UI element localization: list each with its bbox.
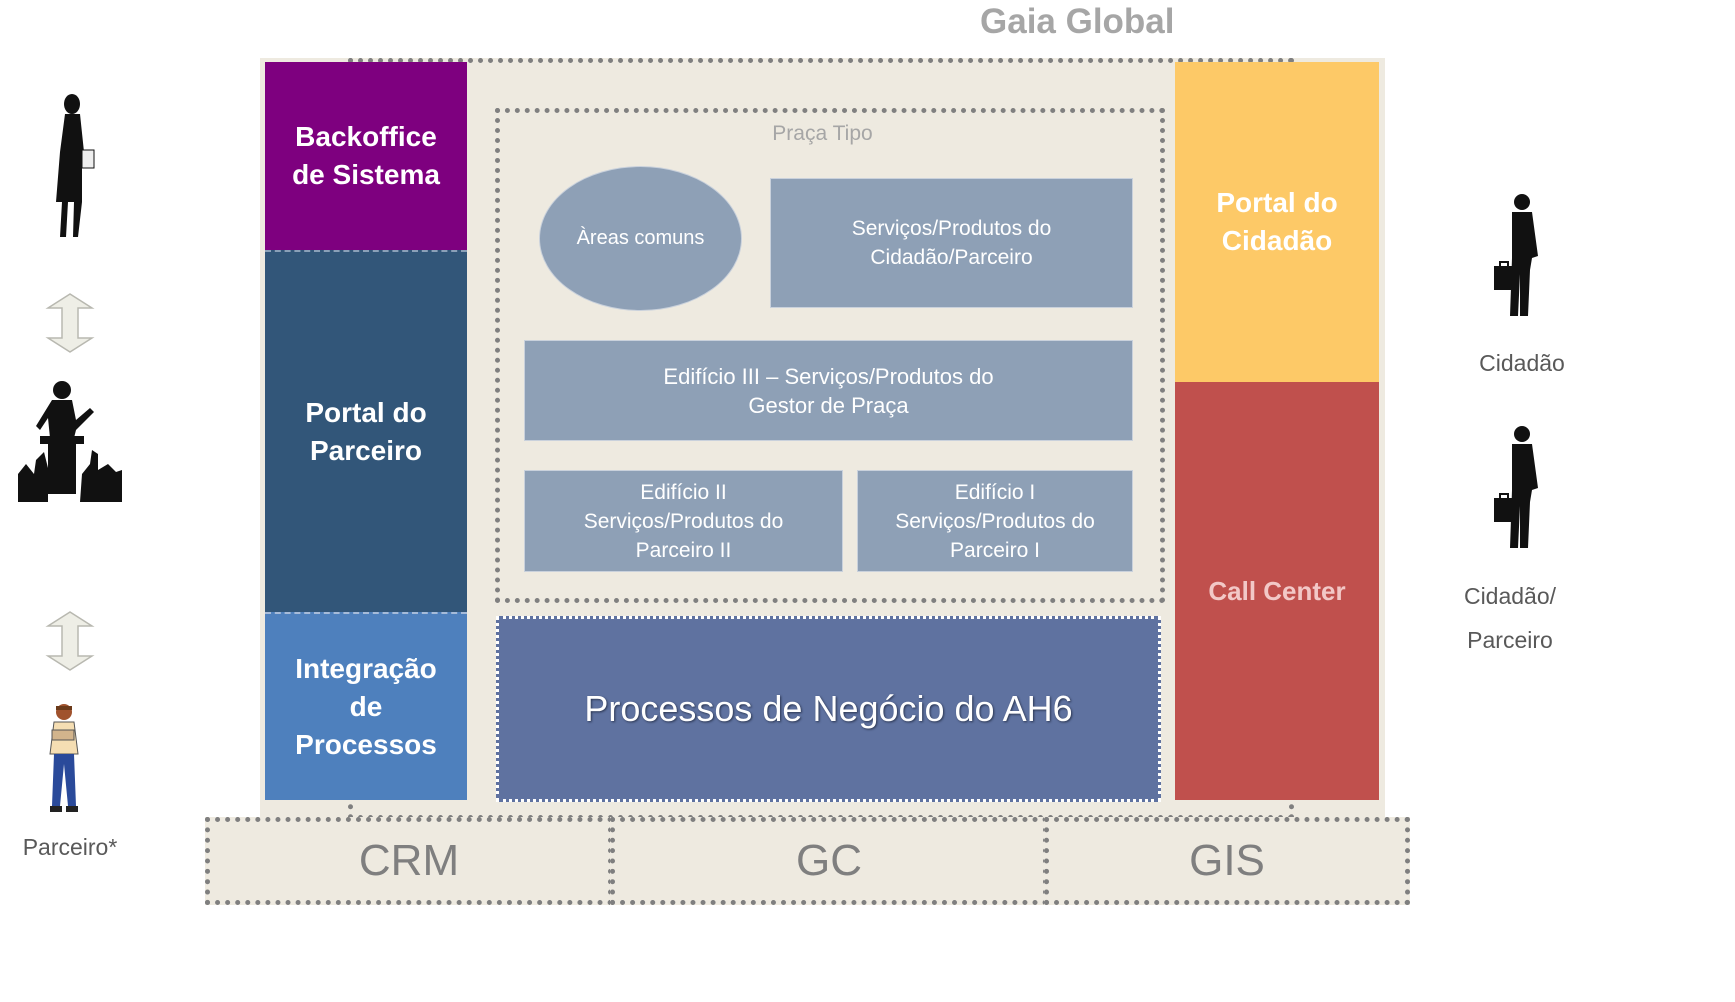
double-arrow-icon: [45, 611, 95, 671]
businessman-icon: [1494, 194, 1538, 316]
edificio-iii-box: Edifício III – Serviços/Produtos do Gest…: [524, 340, 1133, 441]
edificio-i-box: Edifício I Serviços/Produtos do Parceiro…: [857, 470, 1133, 572]
parceiro-label: Parceiro*: [22, 833, 118, 860]
worker-icon: [49, 704, 79, 812]
praca-tipo-label: Praça Tipo: [772, 122, 873, 145]
double-arrow-icon: [45, 293, 95, 353]
portal-cidadao-block: Portal do Cidadão: [1175, 62, 1379, 382]
cidadao-label: Cidadão: [1479, 349, 1565, 376]
portal-parceiro-block: Portal do Parceiro: [265, 250, 467, 612]
woman-silhouette-icon: [56, 94, 95, 237]
areas-comuns-ellipse: Àreas comuns: [539, 166, 742, 311]
speaker-crowd-icon: [18, 381, 122, 502]
diagram-title: Gaia Global: [980, 2, 1175, 41]
cidadao-parceiro-label: Cidadão/ Parceiro: [1463, 583, 1557, 653]
integracao-block: Integração de Processos: [265, 612, 467, 800]
edificio-ii-box: Edifício II Serviços/Produtos do Parceir…: [524, 470, 843, 572]
servicos-cidadao-box: Serviços/Produtos do Cidadão/Parceiro: [770, 178, 1133, 308]
gis-box: GIS: [1044, 817, 1410, 905]
backoffice-block: Backoffice de Sistema: [265, 62, 467, 250]
businessman-icon: [1494, 426, 1538, 548]
crm-box: CRM: [205, 817, 613, 905]
processos-negocio-block: Processos de Negócio do AH6: [496, 616, 1161, 802]
call-center-block: Call Center: [1175, 382, 1379, 800]
praca-tipo-container: [495, 108, 1165, 603]
gc-box: GC: [610, 817, 1048, 905]
